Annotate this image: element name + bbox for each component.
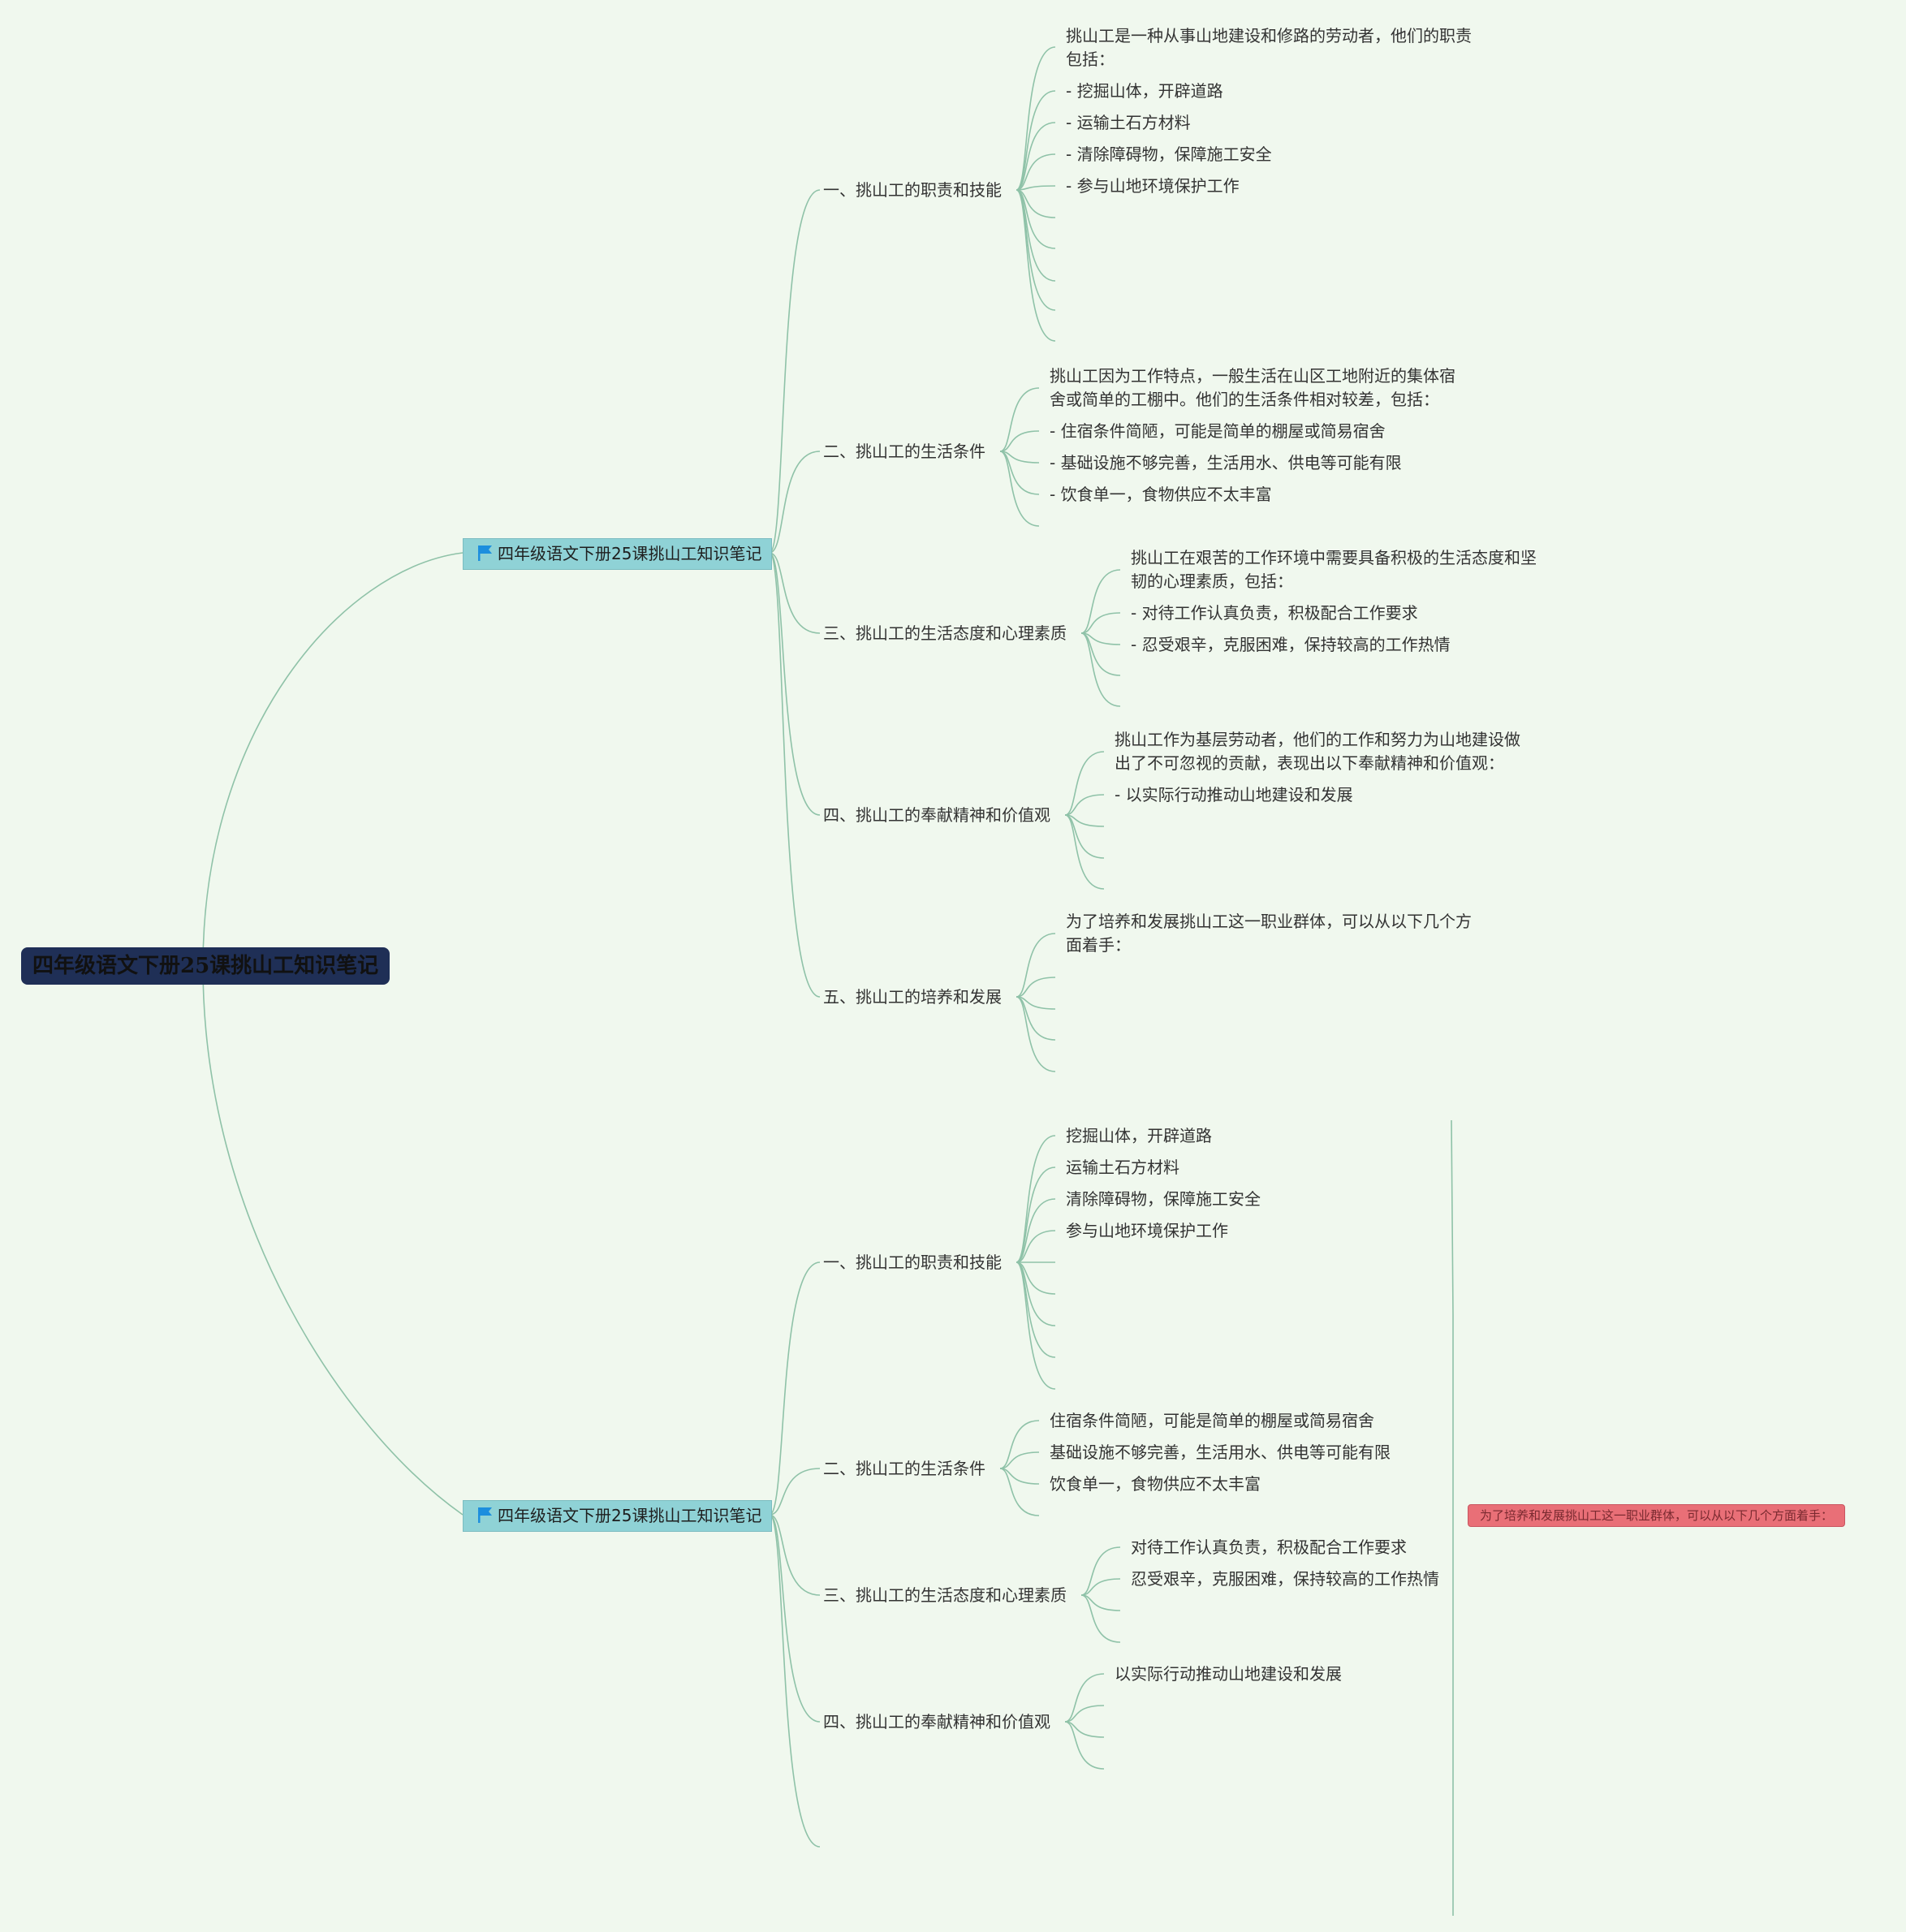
leaf-text: 清除障碍物，保障施工安全 <box>1066 1189 1261 1209</box>
leaf-connector <box>999 451 1040 527</box>
leaf-connector <box>1080 1594 1121 1643</box>
leaf-connector <box>999 387 1040 452</box>
leaf-connector <box>1016 122 1056 191</box>
leaf-connector <box>999 1420 1040 1469</box>
branch-connector <box>769 1514 821 1723</box>
leaf-text: - 挖掘山体，开辟道路 <box>1066 81 1223 101</box>
leaf-text: - 清除障碍物，保障施工安全 <box>1066 144 1272 164</box>
leaf-connector <box>1080 1578 1121 1596</box>
branch-connector <box>769 1468 821 1516</box>
leaf-text: - 运输土石方材料 <box>1066 113 1191 132</box>
branch-connector <box>769 552 821 816</box>
branch-connector <box>769 1514 821 1596</box>
branch-label: 四年级语文下册25课挑山工知识笔记 <box>498 1506 762 1525</box>
section-title[interactable]: 三、挑山工的生活态度和心理素质 <box>823 623 1067 643</box>
leaf-connector <box>999 1468 1040 1485</box>
leaf-text: 面着手： <box>1066 935 1131 955</box>
branch-node-1[interactable]: 四年级语文下册25课挑山工知识笔记 <box>463 538 773 570</box>
leaf-text: 挑山工是一种从事山地建设和修路的劳动者，他们的职责 <box>1066 26 1472 45</box>
leaf-text: 出了不可忽视的贡献，表现出以下奉献精神和价值观： <box>1115 753 1504 773</box>
leaf-text: 参与山地环境保护工作 <box>1066 1221 1228 1240</box>
leaf-text: 基础设施不够完善，生活用水、供电等可能有限 <box>1050 1443 1391 1462</box>
section-title[interactable]: 三、挑山工的生活态度和心理素质 <box>823 1585 1067 1605</box>
leaf-text: 挑山工在艰苦的工作环境中需要具备积极的生活态度和坚 <box>1131 548 1537 567</box>
leaf-connector <box>1064 751 1105 816</box>
leaf-connector <box>1064 1705 1105 1723</box>
leaf-text: - 对待工作认真负责，积极配合工作要求 <box>1131 603 1418 623</box>
root-node[interactable]: 四年级语文下册25课挑山工知识笔记 <box>21 947 390 985</box>
section-title[interactable]: 四、挑山工的奉献精神和价值观 <box>823 1712 1050 1731</box>
leaf-text: 为了培养和发展挑山工这一职业群体，可以从以下几个方 <box>1066 912 1472 931</box>
leaf-text: 舍或简单的工棚中。他们的生活条件相对较差，包括： <box>1050 390 1439 409</box>
section-title[interactable]: 一、挑山工的职责和技能 <box>823 180 1002 200</box>
leaf-connector <box>1016 153 1056 191</box>
leaf-connector <box>1016 996 1056 1072</box>
leaf-connector <box>1064 1721 1105 1738</box>
leaf-connector <box>1016 1198 1056 1263</box>
leaf-text: - 忍受艰辛，克服困难，保持较高的工作热情 <box>1131 635 1451 654</box>
leaf-text: 挑山工因为工作特点，一般生活在山区工地附近的集体宿 <box>1050 366 1455 386</box>
leaf-connector <box>1016 46 1056 191</box>
leaf-text: 包括： <box>1066 50 1115 69</box>
leaf-connector <box>1064 794 1105 816</box>
section-title[interactable]: 五、挑山工的培养和发展 <box>823 987 1002 1007</box>
leaf-connector <box>1016 977 1056 998</box>
leaf-connector <box>1064 1673 1105 1723</box>
flag-icon <box>478 1507 492 1523</box>
root-connector <box>202 552 464 967</box>
leaf-text: 挑山工作为基层劳动者，他们的工作和努力为山地建设做 <box>1115 730 1520 749</box>
root-connector <box>202 965 464 1516</box>
leaf-connector <box>999 1451 1040 1469</box>
leaf-connector <box>1080 569 1121 634</box>
leaf-connector <box>999 1468 1040 1516</box>
branch-node-2[interactable]: 四年级语文下册25课挑山工知识笔记 <box>463 1500 773 1532</box>
branch-connector <box>769 1514 821 1848</box>
section-title[interactable]: 一、挑山工的职责和技能 <box>823 1253 1002 1272</box>
branch-connector <box>769 189 821 554</box>
leaf-connector <box>1016 1230 1056 1263</box>
leaf-connector <box>999 430 1040 452</box>
leaf-text: 韧的心理素质，包括： <box>1131 571 1293 591</box>
leaf-connector <box>1016 189 1056 342</box>
leaf-text: 饮食单一，食物供应不太丰富 <box>1050 1474 1261 1494</box>
leaf-connector <box>1080 612 1121 634</box>
leaf-connector <box>1064 814 1105 890</box>
branch-connector <box>769 552 821 634</box>
note-label: 为了培养和发展挑山工这一职业群体，可以从以下几个方面着手： <box>1480 1508 1834 1523</box>
leaf-connector <box>1016 1261 1056 1390</box>
section-title[interactable]: 二、挑山工的生活条件 <box>823 1459 985 1478</box>
leaf-connector <box>1016 185 1056 191</box>
leaf-text: - 基础设施不够完善，生活用水、供电等可能有限 <box>1050 453 1402 472</box>
branch-connector <box>769 451 821 554</box>
leaf-connector <box>1016 1135 1056 1263</box>
leaf-connector <box>1080 632 1121 707</box>
branch-label: 四年级语文下册25课挑山工知识笔记 <box>498 544 762 563</box>
flag-icon <box>478 546 492 561</box>
leaf-text: 住宿条件简陋，可能是简单的棚屋或简易宿舍 <box>1050 1411 1374 1430</box>
leaf-text: - 住宿条件简陋，可能是简单的棚屋或简易宿舍 <box>1050 421 1386 441</box>
leaf-text: 忍受艰辛，克服困难，保持较高的工作热情 <box>1131 1569 1439 1589</box>
branch-connector <box>769 1261 821 1516</box>
summary-bracket <box>1451 1119 1454 1916</box>
leaf-text: - 参与山地环境保护工作 <box>1066 176 1240 196</box>
leaf-connector <box>1080 1546 1121 1596</box>
leaf-text: 运输土石方材料 <box>1066 1158 1179 1177</box>
leaf-connector <box>1016 90 1056 191</box>
leaf-text: 挖掘山体，开辟道路 <box>1066 1126 1212 1145</box>
branch-connector <box>769 552 821 998</box>
leaf-connector <box>1016 1167 1056 1263</box>
leaf-text: 对待工作认真负责，积极配合工作要求 <box>1131 1537 1407 1557</box>
leaf-connector <box>1064 1721 1105 1770</box>
section-title[interactable]: 四、挑山工的奉献精神和价值观 <box>823 805 1050 825</box>
leaf-text: 以实际行动推动山地建设和发展 <box>1115 1664 1342 1684</box>
root-label: 四年级语文下册25课挑山工知识笔记 <box>32 954 379 978</box>
leaf-text: - 以实际行动推动山地建设和发展 <box>1115 785 1353 804</box>
leaf-connector <box>1080 1594 1121 1611</box>
summary-note[interactable]: 为了培养和发展挑山工这一职业群体，可以从以下几个方面着手： <box>1468 1504 1846 1527</box>
leaf-connector <box>1016 933 1056 998</box>
section-title[interactable]: 二、挑山工的生活条件 <box>823 442 985 461</box>
leaf-text: - 饮食单一，食物供应不太丰富 <box>1050 485 1272 504</box>
